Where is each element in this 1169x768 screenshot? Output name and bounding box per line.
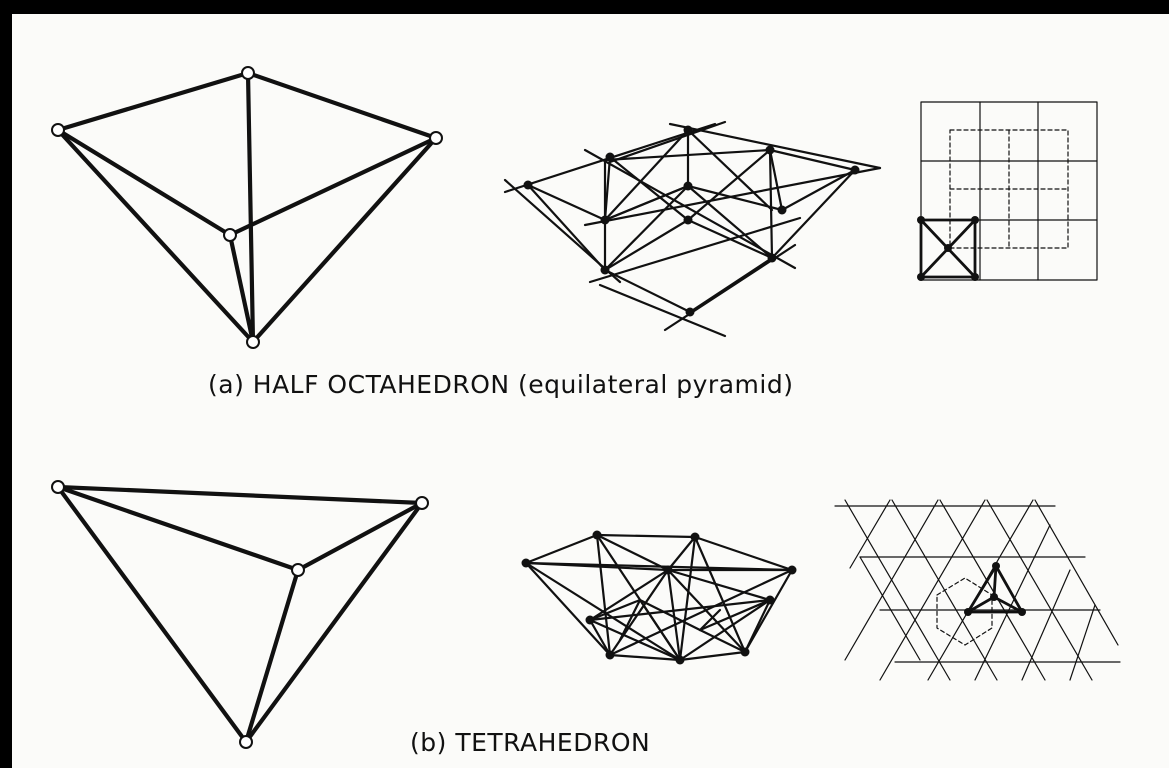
- tetrahedron-node: [51, 480, 65, 494]
- tetrahedron-single: [51, 480, 429, 749]
- paper-sheet: [12, 14, 1169, 768]
- pyramid-node: [429, 131, 443, 145]
- tetrahedron-space-frame: [521, 530, 797, 665]
- pyramid-node: [241, 66, 255, 80]
- half-octahedron-space-frame: [503, 120, 882, 338]
- pyramid-side-edge: [250, 135, 439, 345]
- half-octahedron-plan-grid: [917, 101, 1098, 281]
- pyramid-node: [51, 123, 65, 137]
- pyramid-base-edge: [55, 127, 233, 238]
- pyramid-side-edge: [55, 127, 256, 345]
- pyramid-base-edge: [227, 135, 439, 238]
- tetrahedron-edge: [295, 500, 425, 573]
- tetrahedron-node: [291, 563, 305, 577]
- half-octahedron-pyramid: [51, 66, 443, 349]
- tetrahedron-plan-grid: [834, 499, 1121, 681]
- tetrahedron-edge: [55, 484, 301, 573]
- pyramid-node: [223, 228, 237, 242]
- caption-half-octahedron: (a) HALF OCTAHEDRON (equilateral pyramid…: [208, 370, 794, 399]
- tetrahedron-node: [239, 735, 253, 749]
- tetrahedron-edge: [243, 500, 425, 745]
- caption-tetrahedron: (b) TETRAHEDRON: [410, 728, 651, 757]
- pyramid-side-edge: [245, 70, 256, 345]
- pyramid-base-edge: [245, 70, 439, 141]
- tetrahedron-node: [415, 496, 429, 510]
- tetrahedron-edge: [243, 567, 301, 745]
- pyramid-node: [246, 335, 260, 349]
- pyramid-side-edge: [227, 232, 256, 345]
- tetrahedron-edge: [55, 484, 249, 745]
- pyramid-base-edge: [55, 70, 251, 133]
- tetrahedron-edge: [55, 484, 425, 506]
